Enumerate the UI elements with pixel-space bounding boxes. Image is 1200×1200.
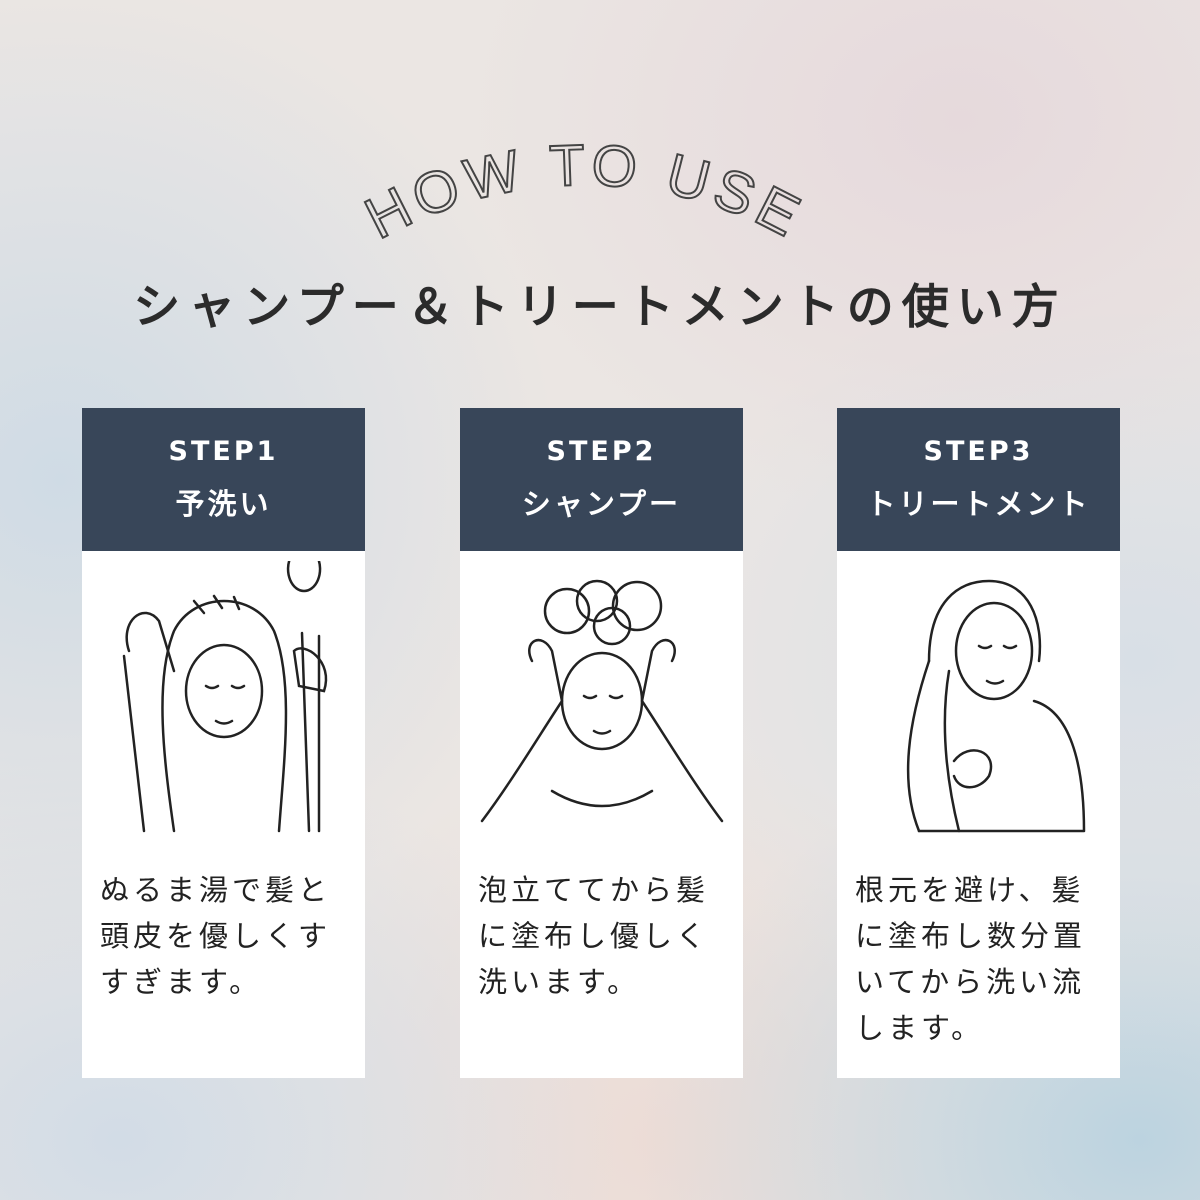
- step-number: STEP3: [923, 436, 1034, 467]
- step-header: STEP1 予洗い: [82, 408, 365, 551]
- description-line: ぬるま湯で髪と: [100, 873, 332, 907]
- step-description: 根元を避け、髪 に塗布し数分置 いてから洗い流 します。: [837, 851, 1120, 1051]
- description-line: 根元を避け、髪: [855, 873, 1085, 907]
- woman-lathering-shampoo-icon: [460, 551, 743, 851]
- step-header: STEP2 シャンプー: [460, 408, 743, 551]
- step-number: STEP1: [168, 436, 279, 467]
- description-line: 頭皮を優しくす: [100, 919, 332, 953]
- step-card-2: STEP2 シャンプー 泡立ててから髪 に塗布し優しく 洗います。: [460, 408, 743, 1078]
- woman-applying-treatment-icon: [837, 551, 1120, 851]
- description-line: 洗います。: [478, 965, 641, 999]
- how-to-use-arc-heading: HOW TO USE: [354, 131, 815, 252]
- description-line: に塗布し優しく: [478, 919, 710, 953]
- step-name: 予洗い: [175, 487, 272, 521]
- step-description: 泡立ててから髪 に塗布し優しく 洗います。: [460, 851, 743, 1005]
- step-number: STEP2: [546, 436, 657, 467]
- description-line: いてから洗い流: [855, 965, 1086, 999]
- step-name: シャンプー: [521, 487, 682, 521]
- page-title: シャンプー＆トリートメントの使い方: [133, 280, 1067, 335]
- description-line: します。: [855, 1011, 985, 1045]
- woman-rinsing-hair-with-shower-icon: [82, 551, 365, 851]
- svg-text:HOW TO USE: HOW TO USE: [355, 132, 815, 251]
- step-header: STEP3 トリートメント: [837, 408, 1120, 551]
- description-line: に塗布し数分置: [855, 919, 1087, 953]
- step-description: ぬるま湯で髪と 頭皮を優しくす すぎます。: [82, 851, 365, 1005]
- step-card-1: STEP1 予洗い ぬるま湯で髪と 頭皮を優しくす すぎます。: [82, 408, 365, 1078]
- step-name: トリートメント: [866, 487, 1091, 521]
- description-line: すぎます。: [100, 965, 263, 999]
- subtitle-text: HOW TO USE: [354, 131, 810, 252]
- step-card-3: STEP3 トリートメント 根元を避け、髪 に塗布し数分置 いてから洗い流 しま…: [837, 408, 1120, 1078]
- description-line: 泡立ててから髪: [478, 873, 710, 907]
